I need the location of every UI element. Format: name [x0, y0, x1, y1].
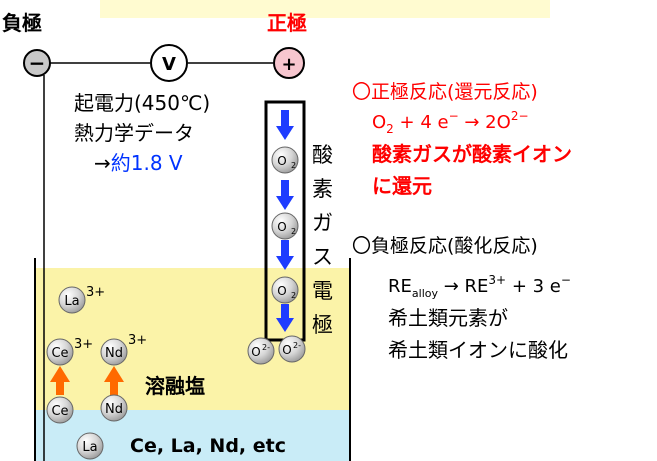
- header-band: [100, 0, 550, 18]
- nd-charge: 3+: [128, 333, 147, 348]
- ion-text: O: [282, 343, 291, 357]
- la-charge: 3+: [86, 285, 105, 300]
- o2-text: O: [277, 284, 286, 298]
- o2-sub: 2: [291, 227, 296, 236]
- eq-e-sup: −: [449, 109, 459, 123]
- cathode-desc1: 酸素ガスが酸素イオン: [372, 142, 572, 166]
- o2-sub: 2: [291, 291, 296, 300]
- o2-molecule: O 2: [271, 212, 299, 240]
- eq-re-sup: 3+: [488, 273, 506, 287]
- gas-label-char: 素: [312, 177, 333, 201]
- la-metal: La: [76, 432, 104, 460]
- eq-o-sub: 2: [386, 122, 394, 136]
- cathode-desc2: に還元: [372, 174, 432, 198]
- emf-line1: 起電力(450℃): [74, 91, 210, 115]
- up-arrow: [104, 366, 124, 395]
- emf-arrow: →: [94, 151, 111, 175]
- anode-desc1: 希土類元素が: [388, 306, 508, 330]
- o2-molecule: O 2: [271, 276, 299, 304]
- ion-sup: 2-: [262, 343, 270, 352]
- ce-ion: Ce 3+: [46, 337, 93, 366]
- oxidation-arrows: [50, 366, 124, 395]
- eq-arrow: → RE: [438, 276, 488, 297]
- nd-metal-text: Nd: [105, 402, 123, 417]
- eq-e-sup: −: [561, 273, 571, 287]
- gas-electrode-label: 酸 素 ガ ス 電 極: [312, 143, 333, 337]
- oxide-ion: O 2-: [247, 337, 275, 365]
- anode-reaction-title: 〇負極反応(酸化反応): [352, 235, 538, 257]
- ion-sup: 2-: [293, 341, 301, 350]
- oxygen-flow-arrows: [276, 110, 294, 332]
- gas-label-char: ガ: [312, 211, 333, 235]
- cathode-reaction-title: 〇正極反応(還元反応): [352, 81, 538, 103]
- anode-desc2: 希土類イオンに酸化: [388, 338, 568, 362]
- o2-text: O: [277, 220, 286, 234]
- eq-re-sub: alloy: [412, 287, 439, 300]
- metal-pool-label: Ce, La, Nd, etc: [130, 435, 286, 457]
- eq-ion-sup: 2−: [511, 109, 529, 123]
- down-arrow: [276, 240, 294, 270]
- minus-sign: −: [29, 51, 46, 75]
- negative-terminal: −: [23, 49, 51, 77]
- ce-ion-text: Ce: [51, 346, 68, 361]
- emf-value: 約1.8 V: [111, 151, 183, 175]
- la-ion-text: La: [64, 294, 79, 309]
- up-arrow: [50, 366, 70, 395]
- o2-sub: 2: [291, 161, 296, 170]
- voltmeter: V: [150, 44, 188, 82]
- down-arrow: [276, 180, 294, 210]
- down-arrow: [276, 110, 294, 140]
- plus-sign: +: [281, 54, 296, 75]
- emf-line2: 熱力学データ: [74, 121, 194, 145]
- emf-line3: →約1.8 V: [94, 151, 183, 175]
- molten-salt-label: 溶融塩: [145, 374, 205, 398]
- ion-text: O: [251, 345, 260, 359]
- gas-label-char: ス: [312, 245, 333, 269]
- la-ion: La 3+: [58, 285, 105, 314]
- ce-metal: Ce: [46, 396, 74, 424]
- nd-metal: Nd: [100, 394, 128, 422]
- anode-equation: REalloy → RE3+ + 3 e−: [388, 273, 571, 300]
- ce-metal-text: Ce: [51, 404, 68, 419]
- eq-o: O: [372, 112, 386, 133]
- eq-mid: + 4 e: [394, 112, 449, 133]
- o2-molecule: O 2: [271, 146, 299, 174]
- la-metal-text: La: [82, 440, 97, 455]
- voltmeter-label: V: [162, 54, 176, 75]
- down-arrow: [276, 304, 294, 332]
- nd-ion: Nd 3+: [100, 333, 147, 366]
- ce-charge: 3+: [74, 337, 93, 352]
- gas-label-char: 電: [312, 279, 333, 303]
- negative-electrode-label: 負極: [2, 11, 42, 35]
- positive-terminal: +: [273, 47, 305, 79]
- nd-ion-text: Nd: [105, 346, 123, 361]
- positive-electrode-label: 正極: [267, 11, 307, 35]
- eq-arrow: → 2O: [459, 112, 511, 133]
- cathode-equation: O2 + 4 e− → 2O2−: [372, 109, 529, 136]
- oxide-ion: O 2-: [278, 335, 306, 363]
- o2-text: O: [277, 154, 286, 168]
- gas-label-char: 極: [312, 313, 333, 337]
- eq-re: RE: [388, 276, 412, 297]
- eq-rest: + 3 e: [506, 276, 561, 297]
- gas-label-char: 酸: [312, 143, 333, 167]
